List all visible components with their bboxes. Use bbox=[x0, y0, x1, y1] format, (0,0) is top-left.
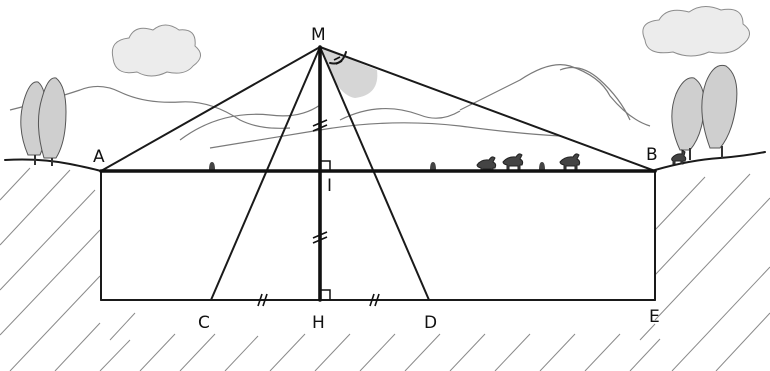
segment-M-B bbox=[319, 46, 656, 172]
posts bbox=[209, 162, 545, 170]
angle-mark-M bbox=[333, 56, 343, 65]
segment-M-D bbox=[319, 46, 430, 301]
label-E: E bbox=[649, 307, 660, 327]
label-I: I bbox=[327, 176, 332, 196]
ground-hatching bbox=[0, 167, 770, 371]
trees-right bbox=[671, 64, 738, 160]
right-angle-H bbox=[320, 289, 331, 300]
ground-line-right bbox=[654, 151, 766, 171]
tick-CH bbox=[257, 293, 268, 307]
segment-M-C bbox=[210, 46, 321, 301]
tick-IH bbox=[312, 231, 328, 244]
label-B: B bbox=[646, 145, 658, 165]
cloud-left bbox=[111, 24, 201, 77]
segment-M-A bbox=[100, 46, 321, 172]
mountains bbox=[9, 64, 651, 149]
label-C: C bbox=[198, 313, 210, 333]
ground-line-left bbox=[4, 158, 102, 172]
label-H: H bbox=[312, 313, 325, 333]
cloud-right bbox=[642, 6, 750, 57]
label-D: D bbox=[424, 313, 437, 333]
tick-MI bbox=[312, 119, 328, 132]
label-M: M bbox=[311, 25, 326, 45]
angle-shading bbox=[320, 47, 378, 98]
trees-left bbox=[20, 77, 67, 166]
tick-HD bbox=[369, 293, 380, 307]
animals-on-bridge bbox=[476, 149, 687, 173]
right-angle-I bbox=[320, 160, 331, 171]
label-A: A bbox=[93, 147, 105, 167]
